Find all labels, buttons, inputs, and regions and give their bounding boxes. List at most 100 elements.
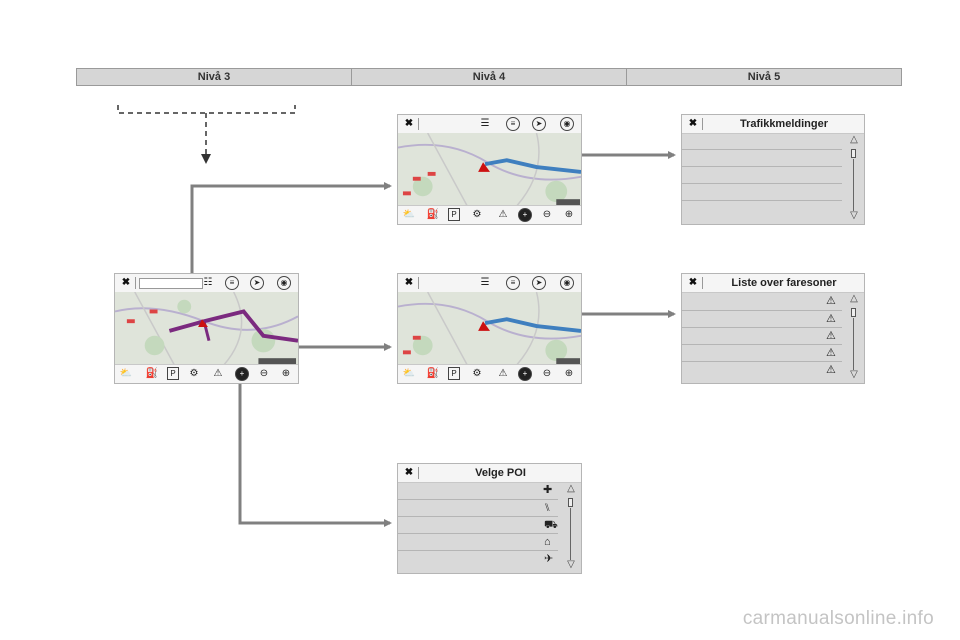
dashed-bracket bbox=[117, 105, 296, 114]
zoom-out-icon[interactable]: ⊖ bbox=[259, 368, 269, 379]
warning-icon[interactable]: ⚠ bbox=[498, 209, 508, 220]
list-item[interactable] bbox=[682, 149, 842, 166]
map-view[interactable] bbox=[115, 292, 298, 365]
list-icon[interactable]: ☷ bbox=[203, 277, 213, 288]
scroll-up-icon[interactable]: △ bbox=[850, 293, 858, 304]
panel-title: Liste over faresoner bbox=[731, 277, 837, 289]
hospital-icon: ✚ bbox=[543, 484, 553, 496]
weather-icon[interactable]: ⛅ bbox=[119, 368, 133, 379]
list-item[interactable]: ⚠ bbox=[682, 327, 842, 344]
map-top-bar: ✖ ☰ ≡ ➤ ◉ bbox=[398, 274, 581, 293]
scrollbar[interactable]: △ ▽ bbox=[848, 135, 860, 223]
warning-icon[interactable]: ⚠ bbox=[213, 368, 223, 379]
compass-icon[interactable]: ➤ bbox=[250, 276, 264, 290]
level-header: Nivå 3 Nivå 4 Nivå 5 bbox=[76, 68, 902, 86]
map-bottom-bar: ⛅ ⛽ P ⚙ ⚠ + ⊖ ⊕ bbox=[398, 364, 581, 383]
close-icon[interactable]: ✖ bbox=[121, 277, 131, 288]
garage-icon[interactable]: ⚙ bbox=[472, 209, 482, 220]
map-screen-level4-zones: ✖ ☰ ≡ ➤ ◉ ⛅ ⛽ P ⚙ ⚠ + ⊖ ⊕ bbox=[397, 273, 582, 384]
zoom-in-magnifier-icon[interactable]: ⊕ bbox=[564, 368, 574, 379]
zoom-out-icon[interactable]: ⊖ bbox=[542, 209, 552, 220]
zoom-in-magnifier-icon[interactable]: ⊕ bbox=[564, 209, 574, 220]
panel-title: Trafikkmeldinger bbox=[739, 118, 829, 130]
connector-to-poi bbox=[238, 376, 392, 527]
zoom-in-icon[interactable]: + bbox=[235, 367, 249, 381]
watermark-text: carmanualsonline.info bbox=[742, 608, 934, 629]
level-5-label: Nivå 5 bbox=[747, 71, 781, 83]
zoom-in-magnifier-icon[interactable]: ⊕ bbox=[281, 368, 291, 379]
zoom-in-icon[interactable]: + bbox=[518, 367, 532, 381]
scroll-up-icon[interactable]: △ bbox=[567, 483, 575, 494]
scroll-thumb[interactable] bbox=[851, 149, 856, 158]
list-item[interactable] bbox=[682, 183, 842, 200]
danger-zones-panel: ✖ Liste over faresoner ⚠ ⚠ ⚠ ⚠ ⚠ △ ▽ bbox=[681, 273, 865, 384]
warning-icon: ⚠ bbox=[826, 313, 836, 325]
parking-icon[interactable]: P bbox=[448, 367, 460, 380]
close-icon[interactable]: ✖ bbox=[688, 277, 698, 288]
warning-icon[interactable]: ⚠ bbox=[498, 368, 508, 379]
list-icon[interactable]: ☰ bbox=[480, 118, 490, 129]
menu-icon[interactable]: ≡ bbox=[506, 276, 520, 290]
map-view[interactable] bbox=[398, 292, 581, 365]
shopping-cart-icon: ⛟ bbox=[544, 519, 558, 531]
scroll-down-icon[interactable]: ▽ bbox=[567, 559, 575, 570]
map-screen-level3: ✖ ☷ ≡ ➤ ◉ ⛅ ⛽ P ⚙ ⚠ + ⊖ ⊕ bbox=[114, 273, 299, 384]
map-view[interactable] bbox=[398, 133, 581, 206]
list-item[interactable]: ⚠ bbox=[682, 344, 842, 361]
compass-icon[interactable]: ➤ bbox=[532, 117, 546, 131]
list-item[interactable]: ⚠ bbox=[682, 310, 842, 327]
view-icon[interactable]: ◉ bbox=[277, 276, 291, 290]
zoom-out-icon[interactable]: ⊖ bbox=[542, 368, 552, 379]
poi-item-shopping[interactable]: ⛟ bbox=[398, 516, 558, 533]
airport-icon: ✈ bbox=[544, 553, 554, 565]
menu-icon[interactable]: ≡ bbox=[506, 117, 520, 131]
poi-item-airport[interactable]: ✈ bbox=[398, 550, 558, 567]
parking-icon[interactable]: P bbox=[167, 367, 179, 380]
list-item[interactable] bbox=[682, 200, 842, 217]
scroll-thumb[interactable] bbox=[851, 308, 856, 317]
close-icon[interactable]: ✖ bbox=[404, 277, 414, 288]
view-icon[interactable]: ◉ bbox=[560, 276, 574, 290]
poi-item-hospital[interactable]: ✚ bbox=[398, 482, 558, 499]
scroll-down-icon[interactable]: ▽ bbox=[850, 210, 858, 221]
close-icon[interactable]: ✖ bbox=[404, 467, 414, 478]
weather-icon[interactable]: ⛅ bbox=[402, 368, 416, 379]
scroll-up-icon[interactable]: △ bbox=[850, 134, 858, 145]
hotel-icon: ⌂ bbox=[544, 536, 551, 548]
warning-icon: ⚠ bbox=[826, 295, 836, 307]
panel-header: ✖ Velge POI bbox=[398, 464, 581, 483]
close-icon[interactable]: ✖ bbox=[404, 118, 414, 129]
view-icon[interactable]: ◉ bbox=[560, 117, 574, 131]
scrollbar[interactable]: △ ▽ bbox=[848, 294, 860, 382]
weather-icon[interactable]: ⛅ bbox=[402, 209, 416, 220]
scroll-down-icon[interactable]: ▽ bbox=[850, 369, 858, 380]
fuel-icon[interactable]: ⛽ bbox=[145, 368, 159, 379]
parking-icon[interactable]: P bbox=[448, 208, 460, 221]
fuel-icon[interactable]: ⛽ bbox=[426, 209, 440, 220]
panel-title: Velge POI bbox=[475, 467, 526, 479]
list-item[interactable] bbox=[682, 166, 842, 183]
select-poi-panel: ✖ Velge POI ✚ ⑊ ⛟ ⌂ ✈ △ ▽ bbox=[397, 463, 582, 574]
panel-header: ✖ Liste over faresoner bbox=[682, 274, 864, 293]
list-item[interactable]: ⚠ bbox=[682, 293, 842, 310]
scrollbar[interactable]: △ ▽ bbox=[565, 484, 577, 572]
poi-item-hotel[interactable]: ⌂ bbox=[398, 533, 558, 550]
map-top-bar: ✖ ☷ ≡ ➤ ◉ bbox=[115, 274, 298, 293]
list-item[interactable]: ⚠ bbox=[682, 361, 842, 378]
panel-header: ✖ Trafikkmeldinger bbox=[682, 115, 864, 134]
traffic-messages-panel: ✖ Trafikkmeldinger △ ▽ bbox=[681, 114, 865, 225]
scroll-thumb[interactable] bbox=[568, 498, 573, 507]
warning-icon: ⚠ bbox=[826, 347, 836, 359]
zoom-in-icon[interactable]: + bbox=[518, 208, 532, 222]
close-icon[interactable]: ✖ bbox=[688, 118, 698, 129]
garage-icon[interactable]: ⚙ bbox=[472, 368, 482, 379]
search-field[interactable] bbox=[139, 278, 203, 289]
list-icon[interactable]: ☰ bbox=[480, 277, 490, 288]
fuel-icon[interactable]: ⛽ bbox=[426, 368, 440, 379]
menu-icon[interactable]: ≡ bbox=[225, 276, 239, 290]
poi-item-restaurant[interactable]: ⑊ bbox=[398, 499, 558, 516]
compass-icon[interactable]: ➤ bbox=[532, 276, 546, 290]
garage-icon[interactable]: ⚙ bbox=[189, 368, 199, 379]
restaurant-icon: ⑊ bbox=[544, 502, 551, 514]
map-bottom-bar: ⛅ ⛽ P ⚙ ⚠ + ⊖ ⊕ bbox=[398, 205, 581, 224]
